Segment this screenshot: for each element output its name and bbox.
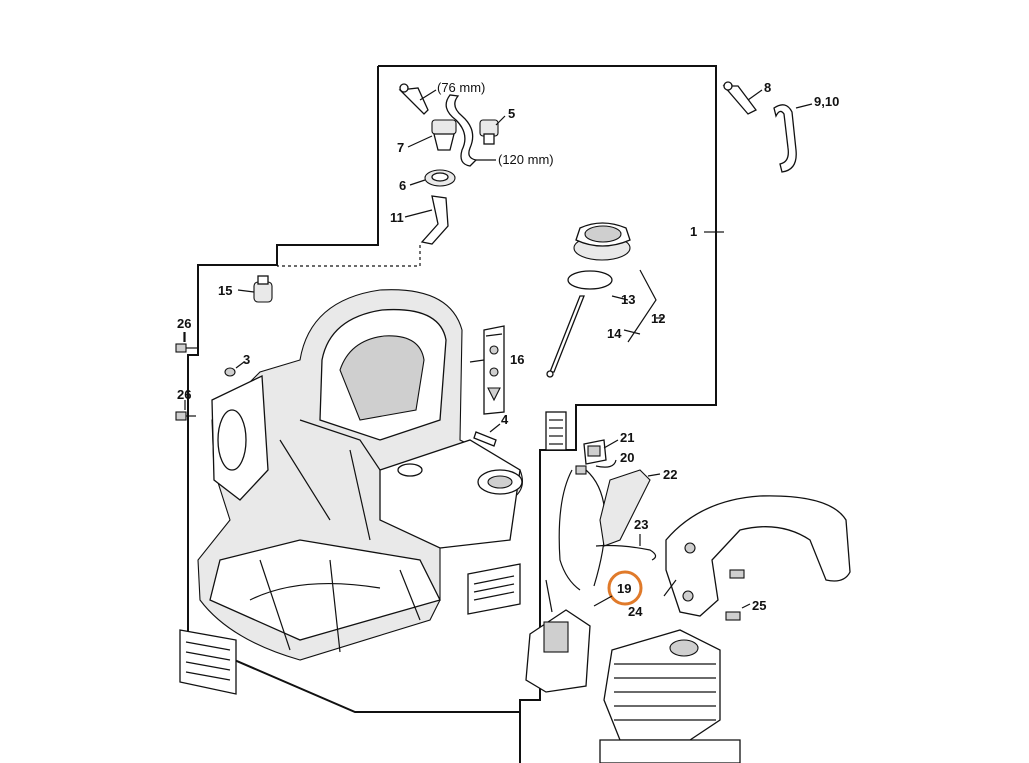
callout-1: 1 [690,224,697,239]
engine-cylinder [599,629,741,763]
fuel-cap-assembly [546,222,664,378]
leader-19 [593,595,613,607]
callout-9-10: 9,10 [814,94,839,109]
callout-26-top: 26 [177,316,191,331]
dim-76mm: (76 mm) [437,80,485,95]
plug-3 [224,361,245,377]
callout-19: 19 [617,581,631,596]
pin-4 [473,423,501,447]
fuel-hose-120mm [445,94,496,167]
fuel-filter-5 [479,115,506,145]
label-decal-bottom [179,629,237,695]
callout-7: 7 [397,140,404,155]
callout-24: 24 [628,604,643,619]
blower-housing [197,289,523,661]
fuel-hose-9-10 [773,103,813,173]
fitting-leader [277,245,421,267]
callout-23: 23 [634,517,648,532]
fuel-line-76mm [398,83,437,115]
stop-switch-21 [583,439,619,465]
grommet-6 [409,169,456,187]
warning-decal-small [545,411,567,451]
callout-6: 6 [399,178,406,193]
callout-5: 5 [508,106,515,121]
label-decal-mid [467,563,521,615]
callout-26-bottom: 26 [177,387,191,402]
throttle-housing [525,579,591,693]
elbow-fitting-11 [404,195,449,245]
screw-26-top [175,332,198,353]
primer-valve-7 [407,119,457,151]
callout-16: 16 [510,352,524,367]
assembly-frame [187,65,717,763]
throttle-trigger-22 [599,469,661,547]
callout-25: 25 [752,598,766,613]
highlight-circle-19 [607,570,643,606]
callout-3: 3 [243,352,250,367]
callout-20: 20 [620,450,634,465]
screw-25 [725,569,751,621]
callout-21: 21 [620,430,634,445]
callout-13: 13 [621,292,635,307]
callout-22: 22 [663,467,677,482]
handle-24 [663,495,851,617]
callout-11: 11 [390,210,404,225]
callout-4: 4 [501,412,509,427]
spring-23 [595,534,657,561]
fuel-pickup-8 [722,81,763,115]
callout-12: 12 [651,311,665,326]
callout-15: 15 [218,283,232,298]
callout-14: 14 [607,326,622,341]
callout-8: 8 [764,80,771,95]
screw-26-bottom [175,400,196,421]
dim-120mm: (120 mm) [498,152,554,167]
spark-plug-boot-15 [237,275,273,303]
decal-16 [469,325,505,415]
